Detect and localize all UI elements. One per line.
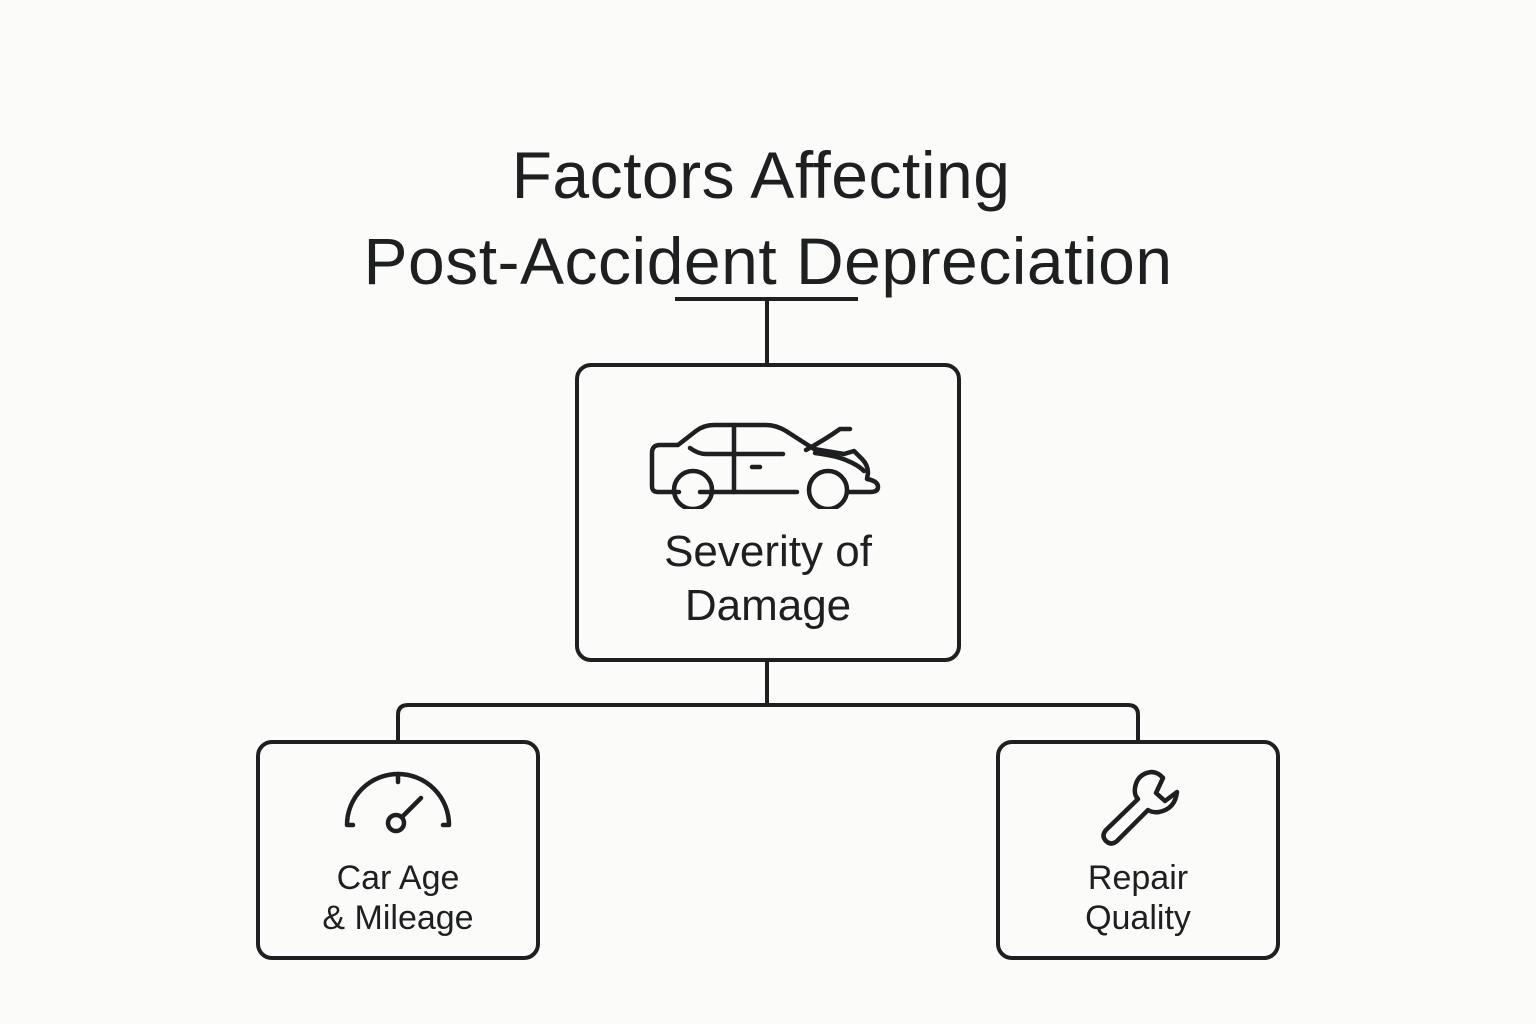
node-severity-label-line-2: Damage bbox=[684, 581, 852, 630]
speedometer-icon bbox=[260, 768, 536, 838]
node-age-label-line-2: & Mileage bbox=[322, 899, 474, 937]
node-repair-label: Repair Quality bbox=[1000, 858, 1276, 938]
title-line-2: Post-Accident Depreciation bbox=[363, 224, 1173, 299]
diagram-title: Factors Affecting Post-Accident Deprecia… bbox=[0, 132, 1536, 304]
node-severity-label-line-1: Severity of bbox=[664, 527, 872, 576]
node-age-label-line-1: Car Age bbox=[336, 859, 460, 897]
branch-line-right bbox=[767, 703, 1140, 741]
node-severity-label: Severity of Damage bbox=[579, 525, 957, 633]
title-line-1: Factors Affecting bbox=[511, 138, 1011, 213]
wrench-icon bbox=[1000, 768, 1276, 848]
node-repair-label-line-2: Quality bbox=[1085, 899, 1191, 937]
node-car-age-mileage: Car Age & Mileage bbox=[256, 740, 540, 960]
damaged-car-icon bbox=[579, 409, 957, 509]
branch-line-left bbox=[396, 703, 767, 741]
node-repair-label-line-1: Repair bbox=[1087, 859, 1189, 897]
node-age-label: Car Age & Mileage bbox=[260, 858, 536, 938]
node-repair-quality: Repair Quality bbox=[996, 740, 1280, 960]
node-severity-of-damage: Severity of Damage bbox=[575, 363, 961, 662]
